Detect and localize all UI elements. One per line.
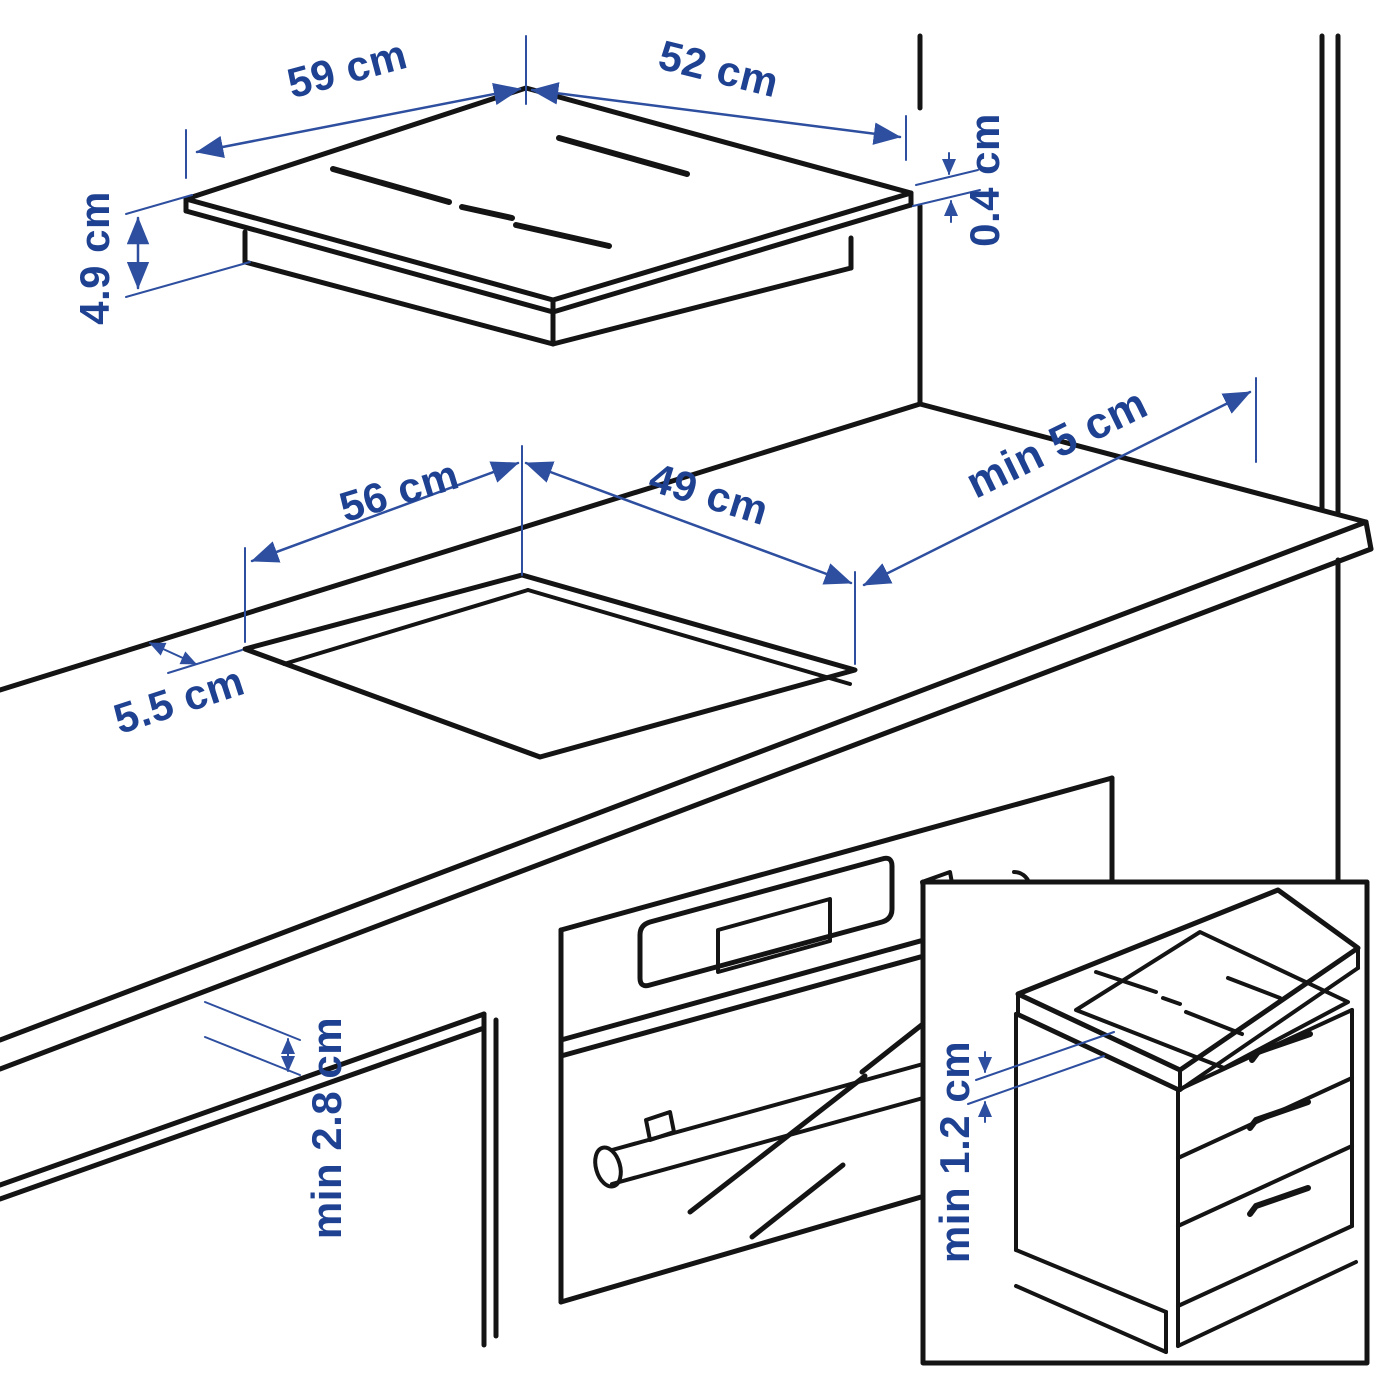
wall-lines (917, 33, 1341, 883)
worktop-dimensions: 56 cm 49 cm min 5 cm 5.5 cm (108, 377, 1257, 743)
worktop-cutout (242, 572, 858, 760)
dim-hob-width: 59 cm (282, 30, 412, 107)
drawer-handle (1247, 1099, 1311, 1131)
drawer-handle (1249, 1031, 1313, 1063)
inset-drawer-handles (1247, 1031, 1313, 1217)
dim-under-worktop-clearance: min 2.8 cm (303, 1017, 350, 1239)
dim-glass-thickness: 0.4 cm (961, 113, 1008, 247)
hob-isometric (183, 85, 914, 347)
inset-cabinet-body (1014, 1008, 1358, 1354)
dim-hob-depth: 52 cm (654, 31, 783, 106)
oven-door-glass-reflections (687, 1017, 931, 1240)
dim-cutout-depth: 49 cm (644, 453, 774, 533)
oven-display (716, 897, 832, 974)
hob-base (242, 229, 854, 347)
worktop-overhang-clearance: min 1.2 cm (931, 1031, 1115, 1263)
hob-glass-top (183, 85, 914, 303)
under-worktop-clearance: min 2.8 cm (204, 1001, 350, 1239)
drawer-handle (1247, 1185, 1311, 1217)
dim-cutout-width: 56 cm (334, 450, 464, 530)
dim-worktop-overhang-clearance: min 1.2 cm (931, 1041, 978, 1263)
hob-dimensions: 59 cm 52 cm 0.4 cm 4.9 cm (71, 30, 1008, 325)
base-cabinet (0, 1011, 499, 1348)
inset-cabinet-panel: min 1.2 cm (920, 879, 1370, 1366)
dim-hob-height: 4.9 cm (71, 191, 118, 325)
oven-control-panel (637, 855, 895, 989)
inset-hob-zone-marks (1094, 970, 1282, 1036)
